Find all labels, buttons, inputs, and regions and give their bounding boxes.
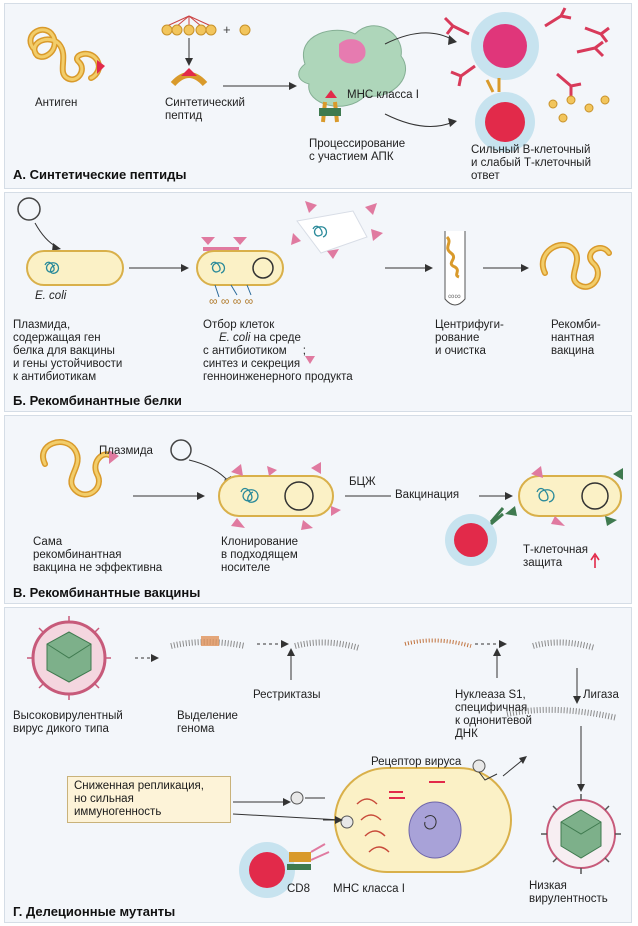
label-mhc-class-1: МНС класса I — [333, 883, 405, 895]
label-plasmid: Плазмида — [99, 445, 153, 457]
label-virus-receptor: Рецептор вируса — [371, 756, 462, 768]
test-tube-icon: ∞∞ — [444, 231, 466, 306]
cd8-t-cell-icon — [239, 842, 330, 898]
infected-cell-icon — [334, 759, 512, 873]
secreted-product-icon — [291, 201, 383, 259]
low-virulence-virus-icon — [541, 794, 621, 874]
panel-a-title: А. Синтетические пептиды — [13, 167, 187, 182]
callout-reduced-replication: Сниженная репликация, но сильная иммуног… — [67, 776, 231, 823]
label-restrictases: Рестриктазы — [253, 689, 321, 701]
ligated-dna-icon — [506, 706, 618, 721]
ecoli-cell-icon — [26, 250, 124, 286]
label-vaccination: Вакцинация — [395, 489, 460, 501]
ecoli-secreting-cell-icon: ∞ ∞ ∞ ∞ — [196, 237, 284, 308]
panel-b-title: Б. Рекомбинантные белки — [13, 393, 182, 408]
ineffective-vaccine-coil-icon — [40, 439, 119, 498]
virus-icon — [27, 616, 111, 700]
plasmid-icon — [17, 197, 41, 221]
label-ecoli: E. coli — [35, 290, 67, 302]
label-antigen: Антиген — [35, 97, 78, 109]
peptide-chain-icon: + — [161, 15, 251, 87]
panel-a-illustration: + — [27, 7, 610, 152]
svg-text:∞∞: ∞∞ — [448, 291, 461, 301]
panel-d-illustration — [27, 616, 621, 898]
antibiotic-marker-icon — [305, 356, 315, 364]
processed-dna-icon — [404, 638, 472, 648]
increase-arrow-icon — [590, 552, 600, 568]
genome-dna-icon — [170, 636, 246, 649]
label-ligase: Лигаза — [583, 689, 619, 701]
label-mhc-class-1: МНС класса I — [347, 89, 419, 101]
label-cell-selection: Отбор клеток E. coli на среде с антибиот… — [203, 319, 353, 383]
label-cd8: CD8 — [287, 883, 311, 895]
svg-text:+: + — [223, 22, 231, 37]
plasmid-circle-icon — [170, 439, 192, 461]
apc-cell-icon — [298, 25, 407, 123]
vaccinated-cell-icon — [505, 466, 623, 526]
recombinant-vaccine-coil-icon — [539, 241, 612, 290]
panel-c-illustration — [40, 439, 623, 568]
t-cell-icon — [475, 78, 610, 152]
panel-synthetic-peptides: + — [4, 3, 632, 189]
virion-icon — [290, 791, 304, 805]
panel-d-title: Г. Делеционные мутанты — [13, 904, 176, 919]
antigen-coil-icon — [27, 26, 105, 83]
panel-b-illustration: ∞ ∞ ∞ ∞ ∞∞ — [17, 197, 612, 364]
t-cell-protection-icon — [445, 507, 505, 566]
cut-dna-icon — [294, 639, 360, 651]
panel-recombinant-proteins: ∞ ∞ ∞ ∞ ∞∞ E. coli Плазмида,содержащая г — [4, 192, 632, 412]
b-cell-icon — [443, 7, 610, 96]
panel-c-title: В. Рекомбинантные вакцины — [13, 585, 201, 600]
label-bcg: БЦЖ — [349, 476, 376, 488]
svg-text:∞ ∞ ∞ ∞: ∞ ∞ ∞ ∞ — [209, 294, 253, 308]
bcg-cell-icon — [218, 462, 341, 530]
